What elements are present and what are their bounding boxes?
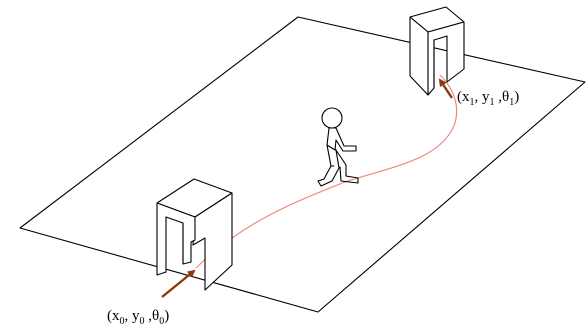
end-door [409, 6, 465, 96]
walking-figure [317, 107, 359, 187]
start-pose-label: (x0, y0 ,θ0) [107, 308, 169, 327]
trajectory-path [195, 74, 458, 269]
end-pose-arrow [438, 78, 453, 99]
start-door [156, 178, 233, 291]
end-pose-label: (x1, y1 ,θ1) [457, 89, 519, 108]
floor-plane [19, 16, 586, 313]
start-pose-arrow [161, 269, 196, 298]
